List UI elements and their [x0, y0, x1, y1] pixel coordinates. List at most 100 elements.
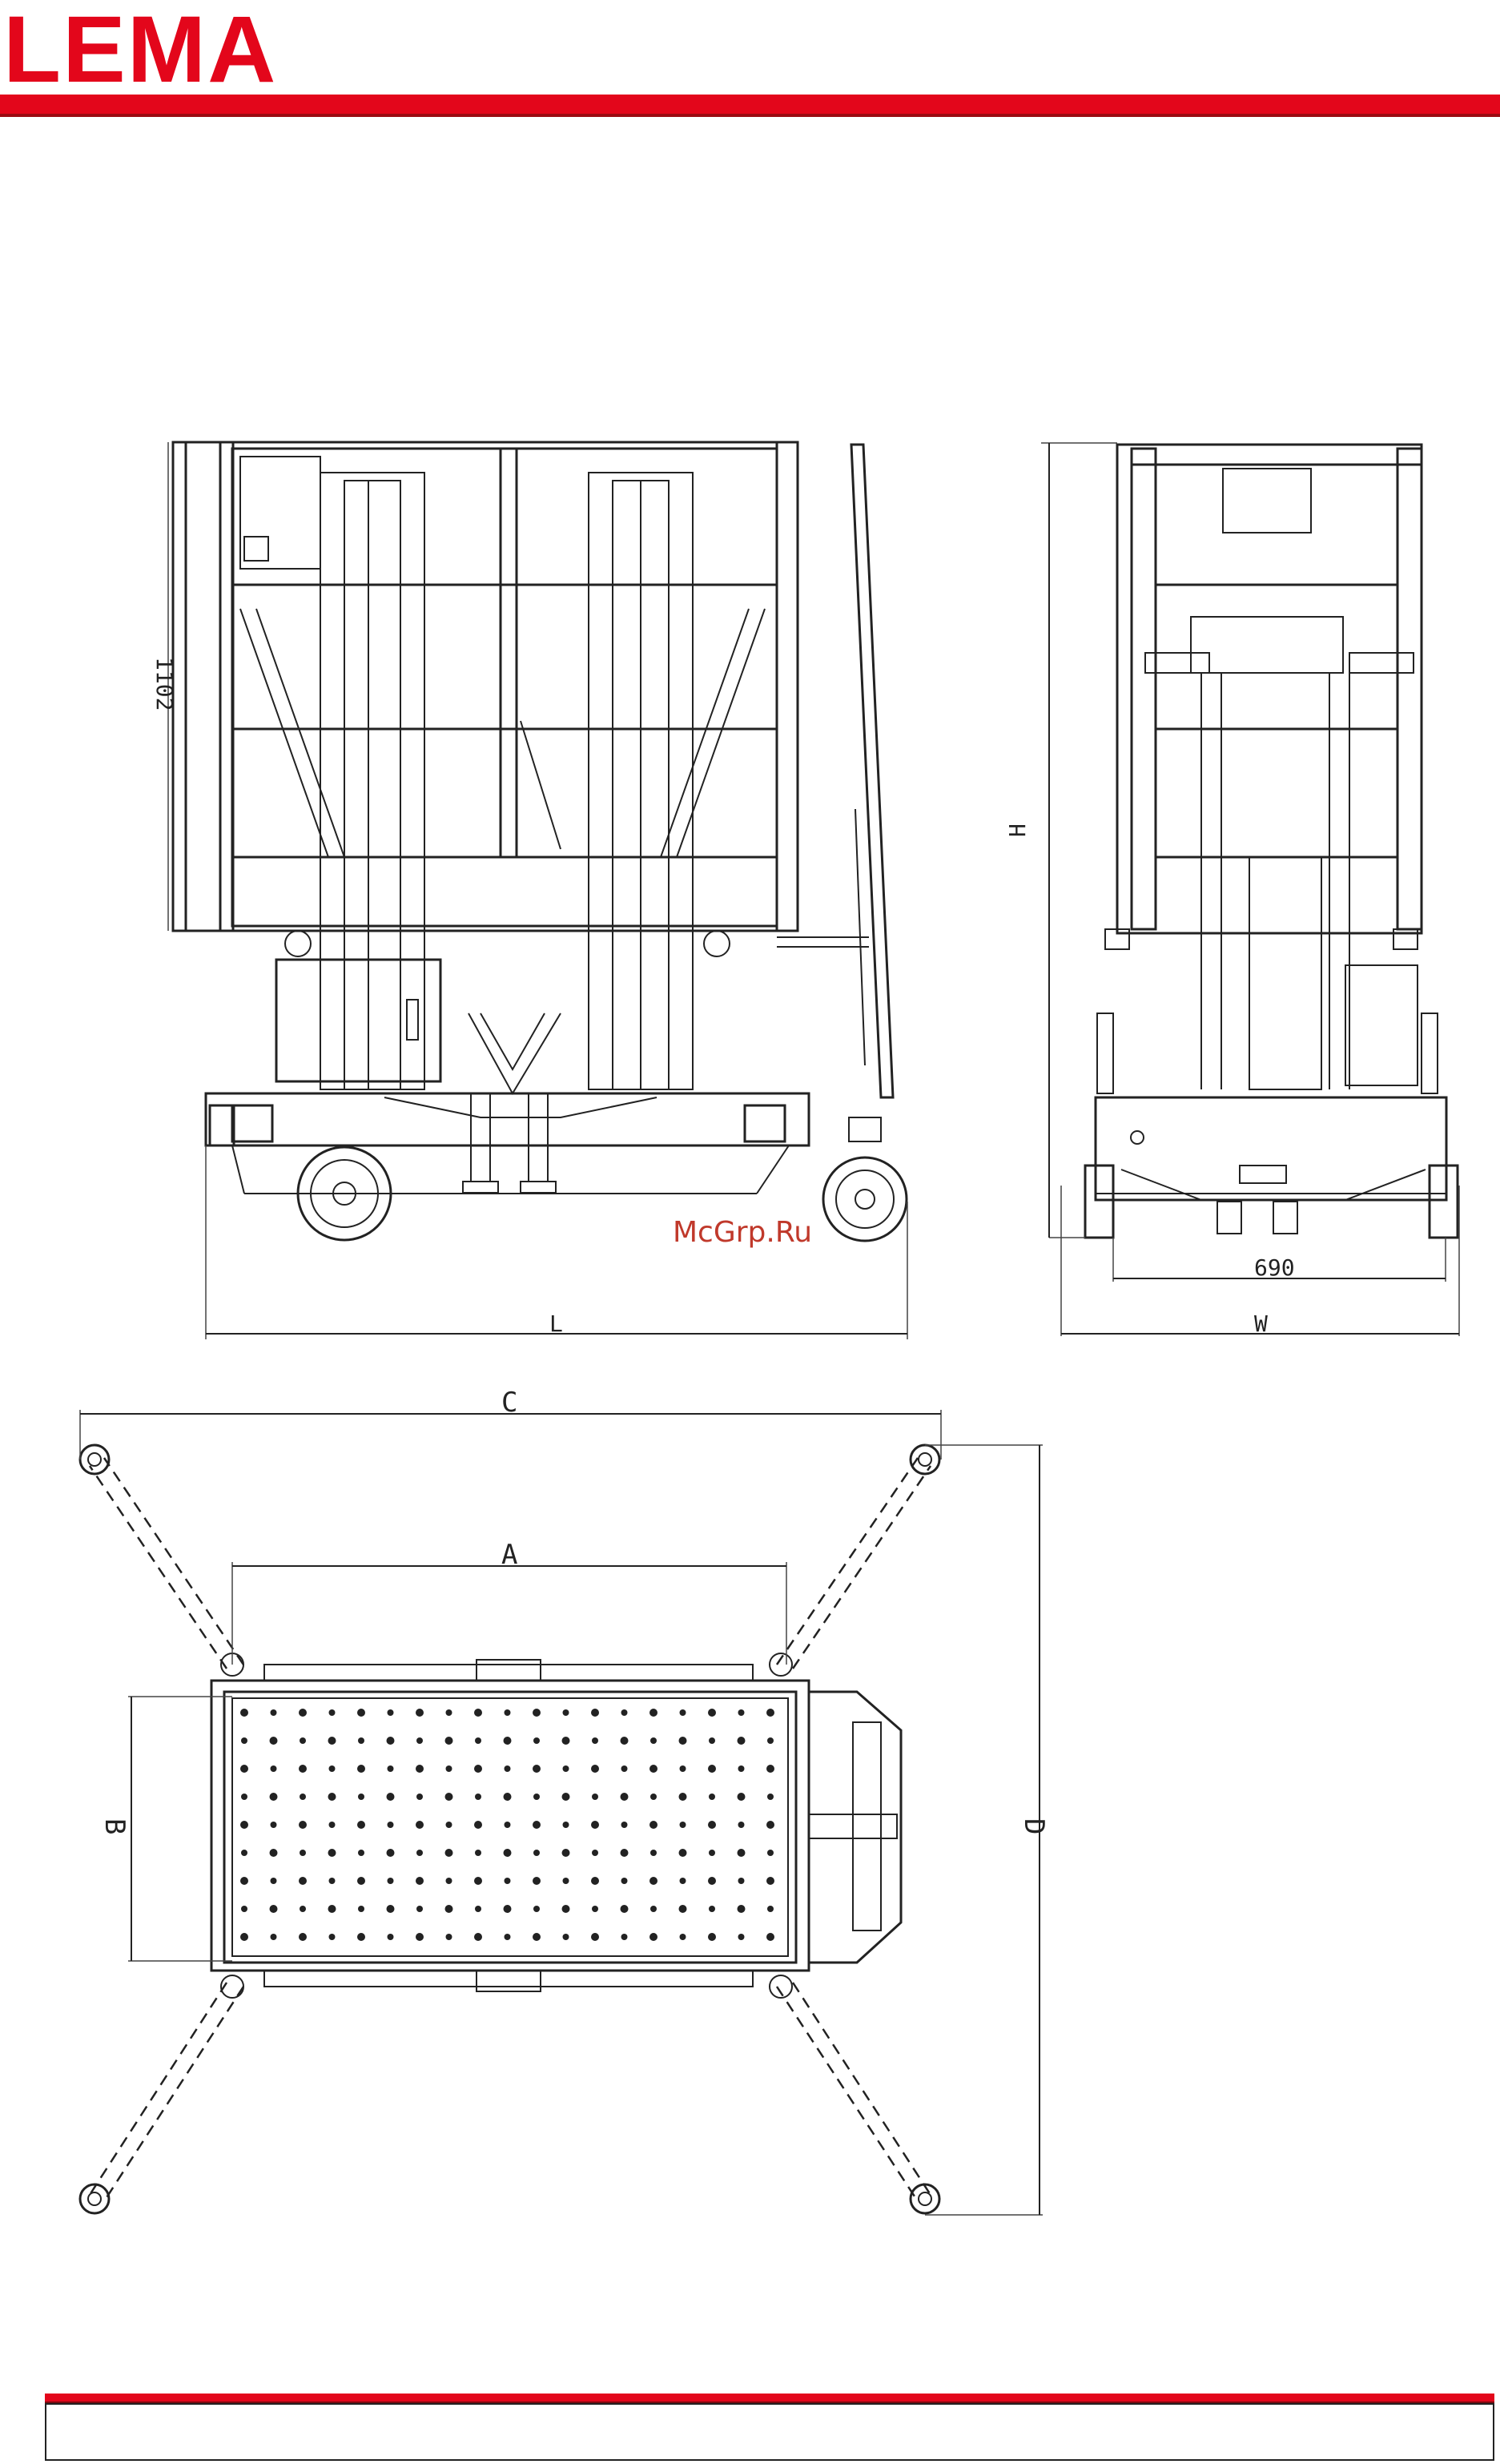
perforation-dot	[328, 1793, 336, 1801]
perforation-dot	[388, 1822, 394, 1828]
watermark: McGrp.Ru	[673, 1216, 812, 1249]
perforation-dot	[533, 1709, 541, 1717]
perforation-dot	[416, 1850, 423, 1856]
perforation-dot	[591, 1821, 599, 1829]
perforation-dot	[416, 1765, 424, 1773]
perforation-dot	[649, 1933, 658, 1941]
perforation-dot	[475, 1906, 481, 1912]
perforation-dot	[709, 1737, 715, 1744]
perforation-dot	[766, 1877, 774, 1885]
perforation-dot	[387, 1849, 395, 1857]
perforation-dot	[270, 1849, 278, 1857]
footer-rule	[45, 2394, 1494, 2461]
side-view: 1102 L	[151, 442, 907, 1339]
perforation-dot	[240, 1933, 248, 1941]
perforation-dot	[271, 1822, 277, 1828]
perforation-dot	[533, 1794, 540, 1800]
perforation-dot	[240, 1821, 248, 1829]
perforation-dot	[299, 1877, 307, 1885]
perforation-dot	[504, 1737, 512, 1745]
perforation-dot	[446, 1765, 452, 1772]
perforation-dot	[680, 1822, 686, 1828]
perforation-dot	[738, 1709, 745, 1716]
perforation-dot	[504, 1849, 512, 1857]
perforation-dot	[241, 1794, 247, 1800]
perforation-dot	[563, 1822, 569, 1828]
perforation-dot	[562, 1849, 570, 1857]
platform-perforations	[240, 1709, 774, 1941]
perforation-dot	[738, 1934, 745, 1940]
perforation-dot	[504, 1793, 512, 1801]
outrigger-span-length-label: C	[501, 1387, 517, 1419]
perforation-dot	[621, 1737, 629, 1745]
perforation-dot	[474, 1877, 482, 1885]
perforation-dot	[766, 1933, 774, 1941]
perforation-dot	[533, 1877, 541, 1885]
perforation-dot	[562, 1905, 570, 1913]
perforation-dot	[708, 1765, 716, 1773]
height-label: H	[1004, 823, 1031, 837]
perforation-dot	[680, 1765, 686, 1772]
perforation-dot	[446, 1878, 452, 1884]
perforation-dot	[562, 1793, 570, 1801]
perforation-dot	[738, 1822, 745, 1828]
perforation-dot	[621, 1878, 628, 1884]
perforation-dot	[592, 1737, 598, 1744]
perforation-dot	[270, 1793, 278, 1801]
perforation-dot	[271, 1709, 277, 1716]
perforation-dot	[708, 1933, 716, 1941]
perforation-dot	[446, 1709, 452, 1716]
perforation-dot	[649, 1821, 658, 1829]
perforation-dot	[416, 1737, 423, 1744]
perforation-dot	[649, 1765, 658, 1773]
perforation-dot	[358, 1737, 364, 1744]
wheel-track-label: 690	[1254, 1254, 1295, 1281]
perforation-dot	[621, 1934, 628, 1940]
perforation-dot	[270, 1737, 278, 1745]
perforation-dot	[445, 1905, 453, 1913]
perforation-dot	[533, 1933, 541, 1941]
platform-width-label: B	[99, 1818, 131, 1834]
perforation-dot	[592, 1794, 598, 1800]
perforation-dot	[650, 1850, 657, 1856]
perforation-dot	[679, 1793, 687, 1801]
perforation-dot	[766, 1765, 774, 1773]
perforation-dot	[328, 1849, 336, 1857]
perforation-dot	[533, 1821, 541, 1829]
perforation-dot	[270, 1905, 278, 1913]
perforation-dot	[416, 1877, 424, 1885]
perforation-dot	[241, 1737, 247, 1744]
perforation-dot	[329, 1765, 336, 1772]
perforation-dot	[504, 1905, 512, 1913]
perforation-dot	[445, 1849, 453, 1857]
perforation-dot	[300, 1906, 306, 1912]
perforation-dot	[474, 1709, 482, 1717]
perforation-dot	[271, 1765, 277, 1772]
perforation-dot	[621, 1905, 629, 1913]
perforation-dot	[621, 1765, 628, 1772]
perforation-dot	[505, 1878, 511, 1884]
perforation-dot	[591, 1933, 599, 1941]
perforation-dot	[474, 1765, 482, 1773]
perforation-dot	[591, 1765, 599, 1773]
perforation-dot	[767, 1906, 774, 1912]
perforation-dot	[679, 1737, 687, 1745]
perforation-dot	[328, 1905, 336, 1913]
perforation-dot	[591, 1709, 599, 1717]
perforation-dot	[329, 1934, 336, 1940]
perforation-dot	[738, 1793, 746, 1801]
perforation-dot	[357, 1821, 365, 1829]
perforation-dot	[416, 1821, 424, 1829]
perforation-dot	[649, 1709, 658, 1717]
perforation-dot	[680, 1878, 686, 1884]
perforation-dot	[621, 1709, 628, 1716]
perforation-dot	[300, 1794, 306, 1800]
perforation-dot	[680, 1709, 686, 1716]
perforation-dot	[475, 1737, 481, 1744]
perforation-dot	[650, 1906, 657, 1912]
perforation-dot	[766, 1709, 774, 1717]
perforation-dot	[300, 1850, 306, 1856]
perforation-dot	[357, 1709, 365, 1717]
perforation-dot	[445, 1737, 453, 1745]
